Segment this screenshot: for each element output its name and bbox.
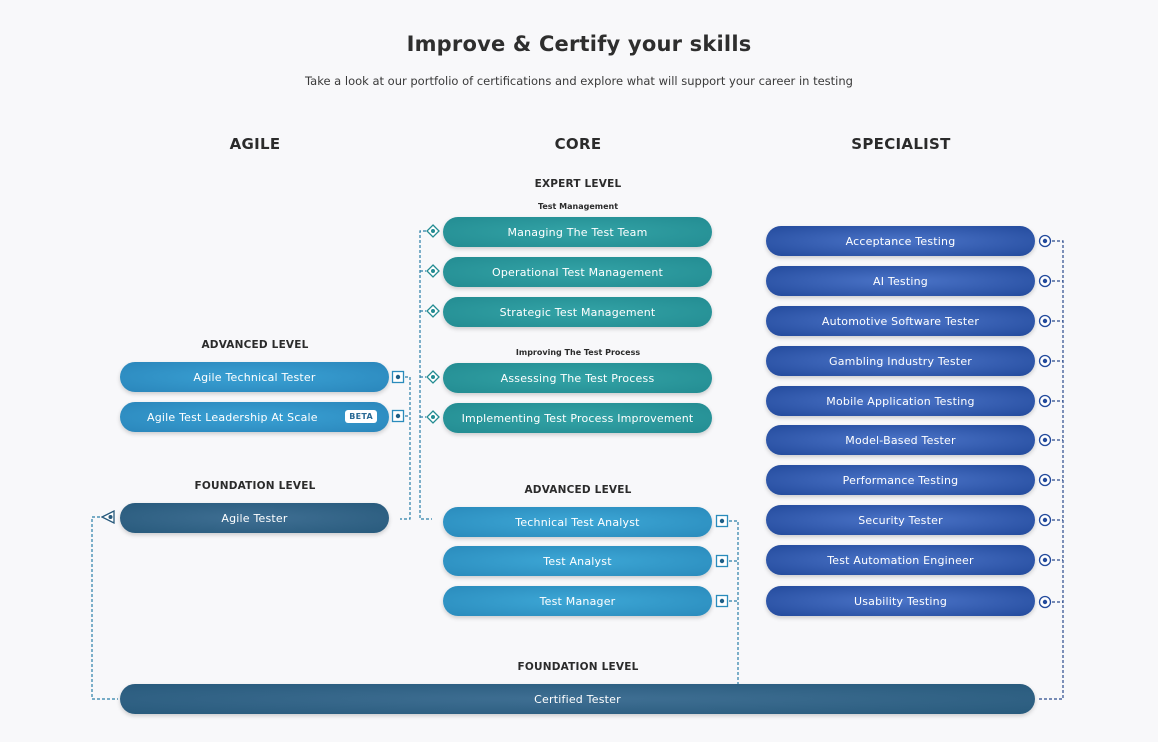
cert-acceptance-testing[interactable]: Acceptance Testing	[766, 226, 1035, 256]
beta-badge: BETA	[345, 410, 377, 423]
cert-agile-test-leadership-at-scale[interactable]: Agile Test Leadership At Scale BETA	[120, 402, 389, 432]
cert-ai-testing[interactable]: AI Testing	[766, 266, 1035, 296]
circle-dot-icon	[1038, 394, 1052, 408]
circle-dot-icon	[1038, 553, 1052, 567]
core-foundation-level-heading: FOUNDATION LEVEL	[517, 661, 639, 673]
page-subtitle: Take a look at our portfolio of certific…	[305, 74, 853, 88]
square-dot-icon	[715, 594, 729, 608]
cert-operational-test-management[interactable]: Operational Test Management	[443, 257, 712, 287]
cert-security-tester[interactable]: Security Tester	[766, 505, 1035, 535]
square-dot-icon	[391, 370, 405, 384]
cert-label: Agile Test Leadership At Scale	[147, 410, 318, 424]
circle-dot-icon	[1038, 354, 1052, 368]
square-dot-icon	[715, 514, 729, 528]
cert-test-manager[interactable]: Test Manager	[443, 586, 712, 616]
circle-dot-icon	[1038, 513, 1052, 527]
cert-automotive-software-tester[interactable]: Automotive Software Tester	[766, 306, 1035, 336]
diamond-dot-icon	[426, 224, 440, 238]
circle-dot-icon	[1038, 274, 1052, 288]
column-heading-core: CORE	[554, 135, 602, 153]
test-management-heading: Test Management	[537, 202, 619, 211]
cert-gambling-industry-tester[interactable]: Gambling Industry Tester	[766, 346, 1035, 376]
core-advanced-level-heading: ADVANCED LEVEL	[524, 484, 632, 496]
circle-dot-icon	[1038, 314, 1052, 328]
diamond-dot-icon	[426, 264, 440, 278]
cert-model-based-tester[interactable]: Model-Based Tester	[766, 425, 1035, 455]
circle-dot-icon	[1038, 433, 1052, 447]
circle-dot-icon	[1038, 473, 1052, 487]
circle-dot-icon	[1038, 234, 1052, 248]
cert-test-automation-engineer[interactable]: Test Automation Engineer	[766, 545, 1035, 575]
cert-assessing-the-test-process[interactable]: Assessing The Test Process	[443, 363, 712, 393]
cert-performance-testing[interactable]: Performance Testing	[766, 465, 1035, 495]
triangle-dot-icon	[101, 510, 115, 524]
cert-test-analyst[interactable]: Test Analyst	[443, 546, 712, 576]
circle-dot-icon	[1038, 595, 1052, 609]
agile-advanced-level-heading: ADVANCED LEVEL	[201, 339, 309, 351]
square-dot-icon	[391, 409, 405, 423]
cert-technical-test-analyst[interactable]: Technical Test Analyst	[443, 507, 712, 537]
agile-foundation-level-heading: FOUNDATION LEVEL	[194, 480, 316, 492]
improving-test-process-heading: Improving The Test Process	[515, 348, 641, 357]
diamond-dot-icon	[426, 370, 440, 384]
cert-mobile-application-testing[interactable]: Mobile Application Testing	[766, 386, 1035, 416]
diamond-dot-icon	[426, 410, 440, 424]
diamond-dot-icon	[426, 304, 440, 318]
core-expert-level-heading: EXPERT LEVEL	[534, 178, 622, 190]
cert-usability-testing[interactable]: Usability Testing	[766, 586, 1035, 616]
cert-managing-the-test-team[interactable]: Managing The Test Team	[443, 217, 712, 247]
page-title: Improve & Certify your skills	[406, 32, 752, 56]
square-dot-icon	[715, 554, 729, 568]
cert-certified-tester[interactable]: Certified Tester	[120, 684, 1035, 714]
cert-implementing-test-process-improvement[interactable]: Implementing Test Process Improvement	[443, 403, 712, 433]
column-heading-agile: AGILE	[229, 135, 281, 153]
cert-agile-technical-tester[interactable]: Agile Technical Tester	[120, 362, 389, 392]
column-heading-specialist: SPECIALIST	[851, 135, 951, 153]
cert-strategic-test-management[interactable]: Strategic Test Management	[443, 297, 712, 327]
cert-agile-tester[interactable]: Agile Tester	[120, 503, 389, 533]
